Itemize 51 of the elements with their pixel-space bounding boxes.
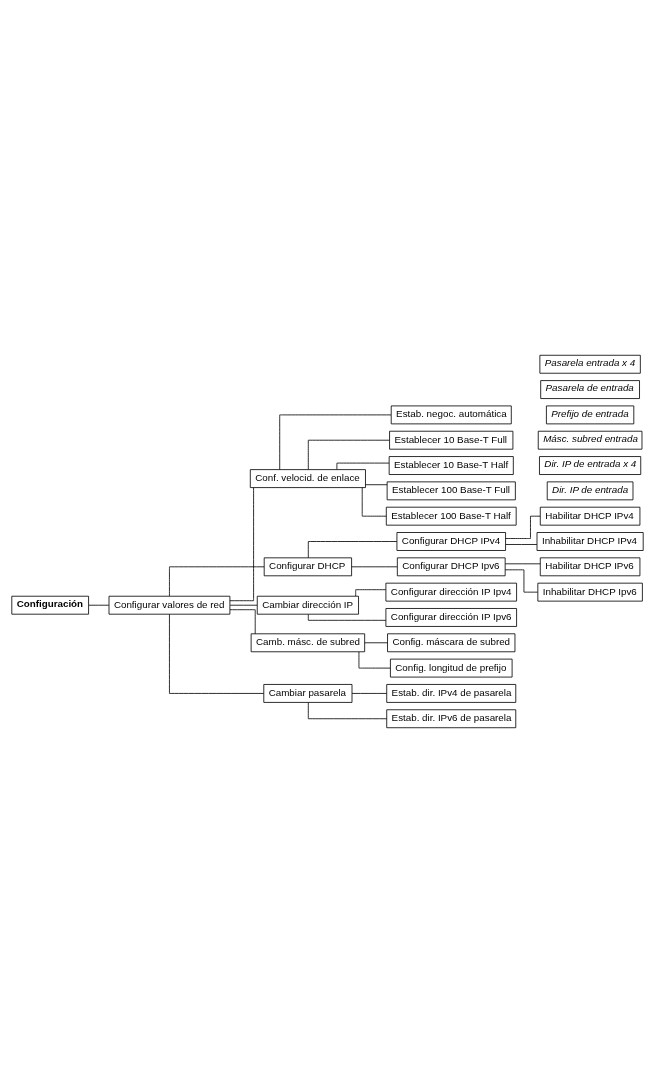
node-box: Configurar DHCP [263, 556, 352, 576]
node-box: Config. máscara de subred [387, 632, 516, 652]
node-box: Cambiar dirección IP [256, 595, 359, 615]
connector [365, 483, 388, 485]
connector [169, 565, 265, 596]
node-box: Establecer 10 Base-T Full [389, 430, 514, 450]
node-box: Dir. IP de entrada [546, 480, 634, 500]
node-box: Configurar dirección IP Ipv4 [385, 582, 517, 602]
node-box: Dir. IP de entrada x 4 [539, 455, 642, 475]
node-box: Configurar valores de red [108, 595, 231, 615]
node-box: Inhabilitar DHCP Ipv6 [537, 582, 643, 602]
node-box: Pasarela entrada x 4 [539, 354, 641, 374]
node-box: Habilitar DHCP IPv6 [539, 556, 641, 576]
connector [229, 486, 254, 601]
node-box: Configuración [11, 595, 89, 615]
connector [169, 613, 265, 694]
connector [307, 701, 388, 719]
connector [336, 462, 390, 470]
node-box: Estab. negoc. automática [390, 405, 512, 424]
connector [361, 486, 387, 517]
connector [504, 562, 541, 564]
node-box: Estab. dir. IPv4 de pasarela [386, 683, 517, 703]
connector [358, 651, 391, 668]
node-box: Establecer 100 Base-T Half [385, 506, 517, 526]
connector [505, 543, 538, 545]
connector [229, 608, 256, 634]
node-box: Configurar DHCP IPv4 [396, 531, 506, 551]
connector [88, 604, 110, 606]
connector [307, 439, 390, 470]
node-box: Habilitar DHCP IPv4 [539, 506, 641, 526]
node-box: Establecer 10 Base-T Half [388, 455, 514, 475]
connector [229, 604, 258, 606]
node-box: Pasarela de entrada [540, 379, 640, 399]
node-box: Configurar dirección IP Ipv6 [385, 607, 517, 627]
node-box: Config. longitud de prefijo [389, 658, 513, 677]
node-box: Camb. másc. de subred [250, 632, 366, 652]
node-box: Cambiar pasarela [263, 683, 353, 703]
node-box: Estab. dir. IPv6 de pasarela [386, 708, 517, 728]
node-box: Establecer 100 Base-T Full [386, 480, 516, 500]
connector [351, 565, 398, 567]
connector [307, 540, 398, 558]
node-box: Configurar DHCP Ipv6 [396, 556, 506, 576]
connector [307, 613, 387, 621]
node-box: Conf. velocid. de enlace [249, 468, 366, 488]
connector [355, 588, 387, 596]
node-box: Prefijo de entrada [546, 405, 635, 424]
connector [364, 641, 388, 643]
connector [279, 413, 392, 470]
connector [351, 692, 388, 694]
node-box: Másc. subred entrada [537, 430, 643, 450]
node-box: Inhabilitar DHCP IPv4 [536, 531, 644, 551]
